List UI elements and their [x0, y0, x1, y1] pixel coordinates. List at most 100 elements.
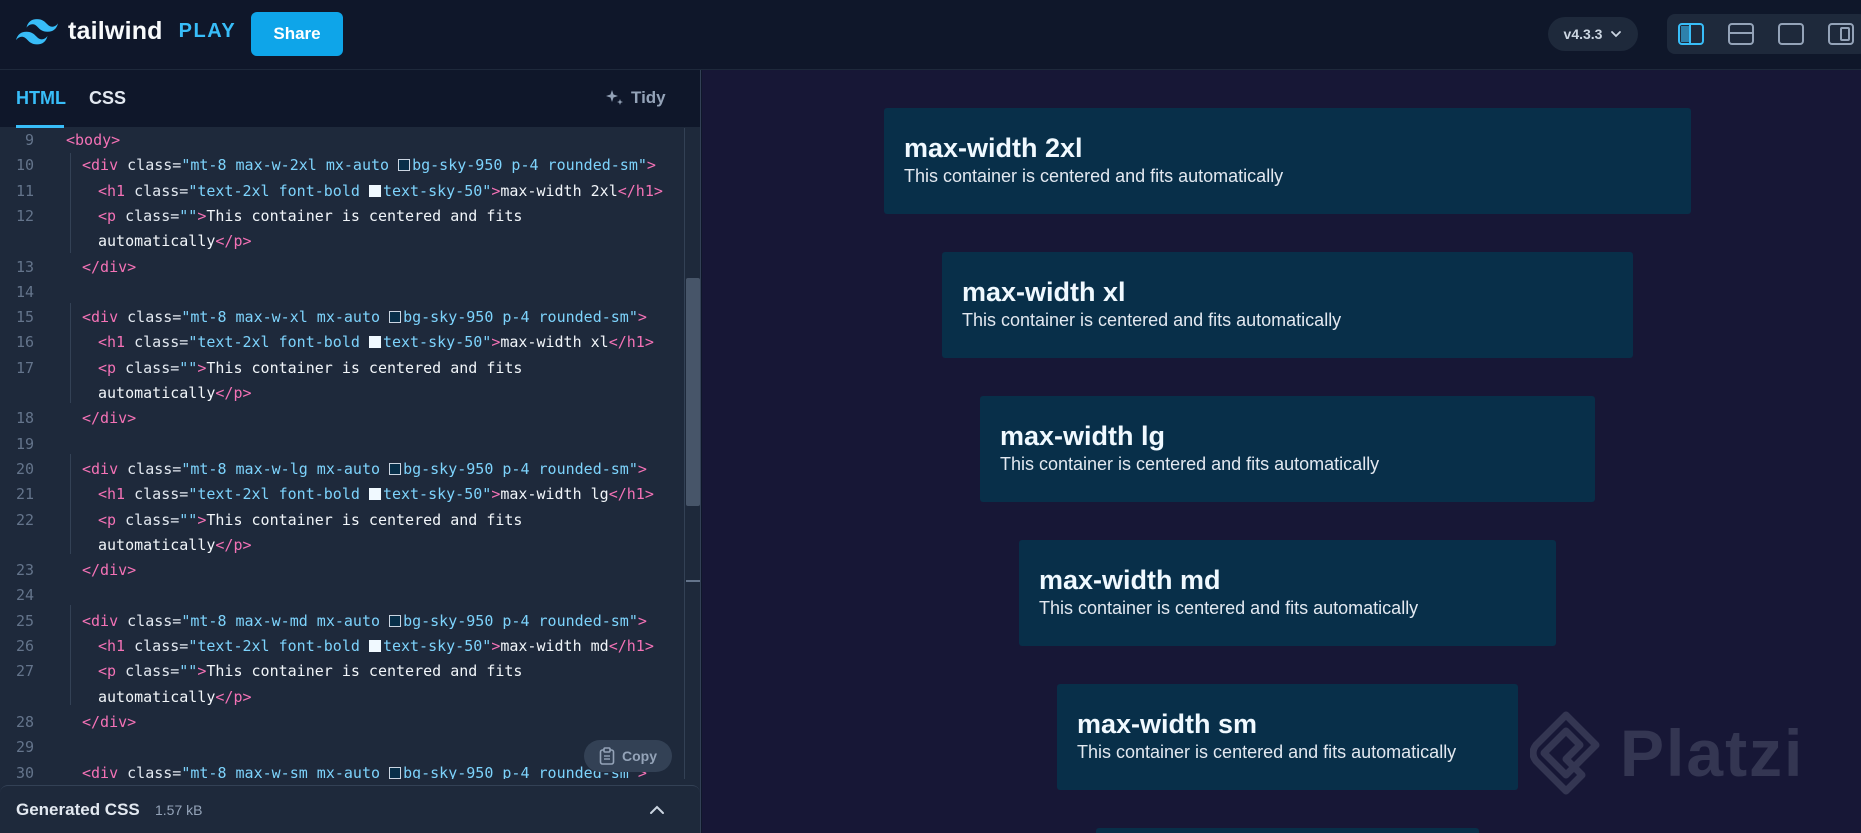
- watermark-text: Platzi: [1620, 716, 1805, 790]
- brand-suffix: PLAY: [178, 20, 237, 42]
- line-number: 23: [15, 561, 34, 580]
- preview-card: max-width 2xl This container is centered…: [884, 108, 1691, 214]
- scrollbar-marker: [686, 580, 700, 582]
- copy-button[interactable]: Copy: [584, 740, 672, 772]
- code-text: <div class="mt-8 max-w-md mx-auto bg-sky…: [82, 611, 647, 630]
- color-swatch: [389, 462, 402, 475]
- active-tab-indicator: [16, 125, 64, 128]
- line-number: 11: [15, 181, 34, 200]
- code-text: <div class="mt-8 max-w-lg mx-auto bg-sky…: [82, 459, 647, 478]
- line-number: 24: [15, 586, 34, 605]
- color-swatch: [368, 488, 381, 501]
- watermark: Platzi: [1530, 711, 1804, 795]
- layout-split-vertical-icon[interactable]: [1677, 22, 1705, 46]
- layout-toggle-group: [1667, 14, 1861, 54]
- layout-preview-icon[interactable]: [1777, 22, 1805, 46]
- version-select[interactable]: v4.3.3: [1548, 17, 1638, 51]
- line-number: 21: [15, 485, 34, 504]
- color-swatch: [389, 766, 402, 779]
- card-text: This container is centered and fits auto…: [1039, 598, 1419, 618]
- line-number: 17: [15, 358, 34, 377]
- logo[interactable]: tailwind PLAY: [16, 17, 236, 46]
- code-editor-panel: HTML CSS Tidy 9 <body> 10 <div class="mt-8 …: [0, 70, 701, 833]
- card-title: max-width sm: [1077, 709, 1258, 739]
- card-text: This container is centered and fits auto…: [1000, 454, 1380, 474]
- preview-card: max-width md This container is centered …: [1019, 540, 1556, 646]
- clipboard-icon: [599, 747, 615, 765]
- code-text: <p class="">This container is centered a…: [98, 206, 523, 225]
- top-bar: tailwind PLAY Share v4.3.3: [0, 0, 1861, 70]
- code-text: <body>: [66, 131, 121, 149]
- code-text: </div>: [82, 409, 137, 428]
- line-number: 10: [15, 156, 34, 175]
- line-number: 9: [24, 131, 34, 149]
- line-number: 14: [15, 282, 34, 301]
- color-swatch: [398, 159, 411, 172]
- code-text: <h1 class="text-2xl font-bold text-sky-5…: [98, 181, 663, 200]
- preview-card: max-width lg This container is centered …: [980, 396, 1595, 502]
- code-text: automatically</p>: [98, 687, 252, 706]
- brand-name: tailwind: [68, 17, 163, 45]
- layout-split-horizontal-icon[interactable]: [1727, 22, 1755, 46]
- code-text: </div>: [82, 257, 137, 276]
- card-text: This container is centered and fits auto…: [962, 310, 1342, 330]
- card-text: This container is centered and fits auto…: [904, 166, 1284, 186]
- code-text: automatically</p>: [98, 232, 252, 251]
- code-text: <h1 class="text-2xl font-bold text-sky-5…: [98, 485, 654, 504]
- card-text: This container is centered and fits auto…: [1077, 742, 1457, 762]
- code-text: <h1 class="text-2xl font-bold text-sky-5…: [98, 333, 654, 352]
- preview-card-partial: [1096, 828, 1479, 833]
- line-number: 26: [15, 637, 34, 655]
- line-number: 19: [15, 434, 34, 453]
- code-text: <p class="">This container is centered a…: [98, 510, 523, 529]
- line-number: 15: [15, 308, 34, 327]
- code-text: automatically</p>: [98, 535, 252, 554]
- tailwind-logo-icon: [16, 18, 58, 44]
- tidy-label: Tidy: [631, 88, 666, 107]
- code-text: </div>: [82, 561, 137, 580]
- line-number: 22: [15, 510, 34, 529]
- copy-label: Copy: [622, 748, 657, 764]
- code-text: <div class="mt-8 max-w-xl mx-auto bg-sky…: [82, 308, 647, 327]
- version-label: v4.3.3: [1563, 26, 1603, 42]
- card-title: max-width md: [1039, 565, 1221, 595]
- editor-scrollbar-thumb[interactable]: [686, 278, 700, 506]
- layout-responsive-icon[interactable]: [1827, 22, 1855, 46]
- line-number: 25: [15, 611, 34, 630]
- card-title: max-width lg: [1000, 421, 1166, 451]
- share-button[interactable]: Share: [251, 12, 343, 56]
- code-text: <p class="">This container is centered a…: [98, 358, 523, 377]
- code-text: <p class="">This container is centered a…: [98, 662, 523, 681]
- sparkles-icon: [606, 90, 623, 105]
- code-text: automatically</p>: [98, 384, 252, 402]
- tab-css[interactable]: CSS: [89, 88, 127, 108]
- preview-card: max-width sm This container is centered …: [1057, 684, 1518, 790]
- color-swatch: [389, 311, 402, 324]
- tidy-button[interactable]: Tidy: [605, 88, 666, 108]
- line-number: 30: [15, 763, 34, 780]
- line-number: 29: [15, 738, 34, 757]
- line-number: 16: [15, 333, 34, 352]
- color-swatch: [368, 640, 381, 652]
- line-number: 18: [15, 409, 34, 428]
- code-text: <h1 class="text-2xl font-bold text-sky-5…: [98, 637, 654, 655]
- generated-css-size: 1.57 kB: [155, 802, 203, 818]
- code-text: <div class="mt-8 max-w-2xl mx-auto bg-sk…: [82, 156, 656, 175]
- card-title: max-width 2xl: [904, 133, 1083, 163]
- color-swatch: [368, 336, 381, 349]
- chevron-up-icon[interactable]: [647, 800, 667, 820]
- chevron-down-icon: [1611, 31, 1622, 38]
- platzi-logo-icon: [1530, 711, 1600, 795]
- line-number: 13: [15, 257, 34, 276]
- generated-css-bar[interactable]: Generated CSS 1.57 kB: [0, 785, 700, 833]
- color-swatch: [389, 614, 402, 627]
- line-number: 20: [15, 459, 34, 478]
- code-area[interactable]: 9 <body> 10 <div class="mt-8 max-w-2xl mx-a…: [0, 128, 684, 779]
- preview-card: max-width xl This container is centered …: [942, 252, 1633, 358]
- code-text: <div class="mt-8 max-w-sm mx-auto bg-sky…: [82, 763, 647, 780]
- code-text: </div>: [82, 712, 137, 731]
- tab-html[interactable]: HTML: [16, 88, 66, 108]
- editor-tabs: HTML CSS Tidy: [0, 70, 700, 128]
- preview-panel: max-width 2xl This container is centered…: [702, 70, 1861, 833]
- line-number: 27: [15, 662, 34, 681]
